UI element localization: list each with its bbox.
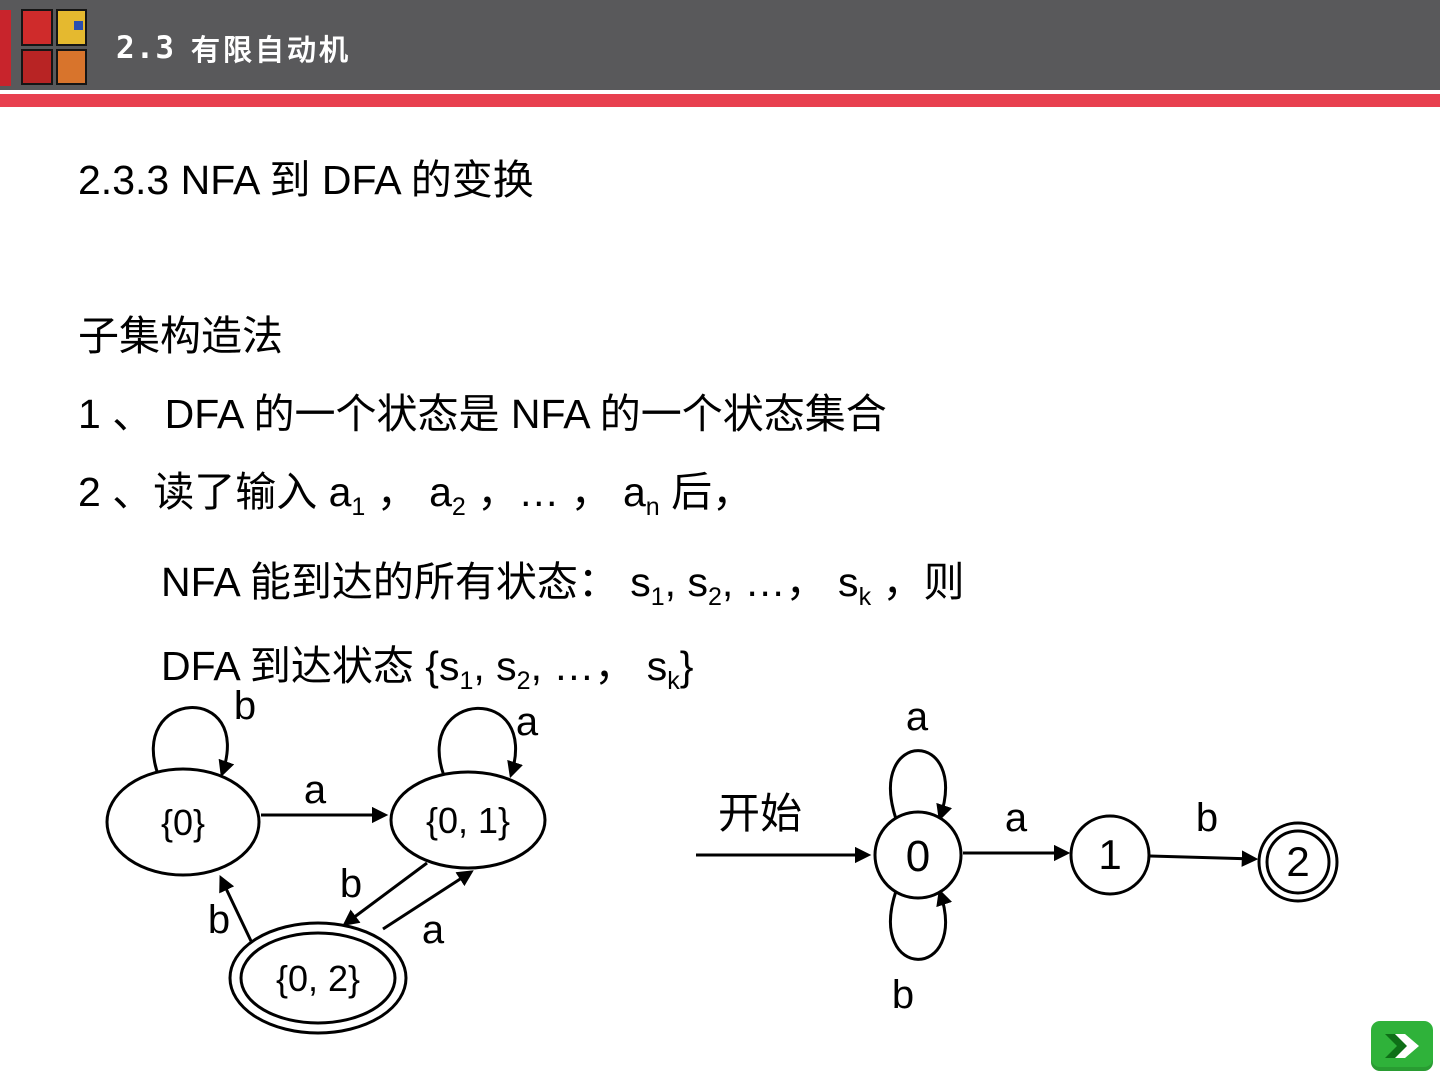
dfa-state-0 [105,767,261,877]
dfa-edge-s01-s02-label: b [340,862,362,906]
dfa-state-02-outer-ring [228,921,408,1035]
nfa-state-0-label: 0 [906,832,930,881]
dfa-loop-s0-label: b [234,684,256,728]
logo-piece [21,9,53,46]
nfa-start-label: 开始 [718,790,802,837]
dfa-loop-s01-label: a [516,700,539,744]
point-2-continuation: NFA 能到达的所有状态： s1, s2, …， sk ，则 [161,559,965,612]
puzzle-logo-icon [21,9,87,85]
dfa-self-loop-s0 [151,706,235,778]
dfa-state-01-label: {0, 1} [426,800,510,841]
next-slide-button[interactable] [1371,1021,1433,1071]
nfa-diagram: 开始 0 1 2 a b a b [696,695,1339,1017]
slide-title: 2.3.3 NFA 到 DFA 的变换 [78,157,534,203]
nfa-edge-s1-s2 [1149,850,1259,867]
subset-heading: 子集构造法 [78,313,283,359]
chevron-icon [1395,1034,1419,1058]
nfa-edge-s1-s2-label: b [1196,796,1218,840]
nfa-loop-top-label: a [906,695,929,739]
dfa-edge-s0-s01-label: a [304,768,327,812]
point-1: 1 、 DFA 的一个状态是 NFA 的一个状态集合 [78,391,887,437]
accent-stripe [0,94,1440,107]
nfa-loop-bottom-label: b [892,973,914,1017]
header-bar [0,0,1440,90]
dfa-edge-s02-s0-label: b [208,898,230,942]
nfa-state-0 [873,810,963,900]
section-title: 有限自动机 [191,35,352,67]
nfa-state-2-outer-ring [1257,821,1339,903]
dfa-edge-s02-s01 [382,870,474,931]
nfa-state-1-label: 1 [1098,831,1121,878]
dfa-state-01 [389,770,547,870]
logo-piece [55,48,87,85]
dfa-self-loop-s01 [437,706,523,779]
dfa-edge-s02-s0 [219,875,253,942]
logo-edge-accent [0,10,11,86]
logo-piece [21,48,53,85]
dfa-subset-diagram: {0} {0, 1} {0, 2} b a a b a b [105,684,547,1035]
dfa-edge-s02-s01-label: a [422,908,445,952]
nfa-self-loop-top-s0 [889,749,952,822]
section-number: 2.3 [116,30,175,66]
logo-piece [55,9,87,46]
header-title: 2.3 有限自动机 [116,0,351,96]
chevron-shadow-icon [1385,1034,1409,1058]
dfa-state-0-label: {0} [161,802,205,843]
point-2-result: DFA 到达状态 {s1, s2, …， sk} [161,643,694,696]
nfa-state-1 [1069,814,1151,896]
dfa-state-02-inner-ring [239,931,397,1025]
point-2: 2 、读了输入 a1 ， a2 ，… ， an 后， [78,469,754,522]
double-chevron-right-icon [1385,1034,1419,1058]
nfa-self-loop-bottom-s0 [889,888,952,961]
dfa-edge-s01-s02 [342,861,428,926]
nfa-edge-s0-s1-label: a [1005,796,1028,840]
dfa-state-02-label: {0, 2} [276,958,360,999]
nfa-state-2-label: 2 [1286,838,1309,885]
nfa-state-2-inner-ring [1265,829,1331,895]
